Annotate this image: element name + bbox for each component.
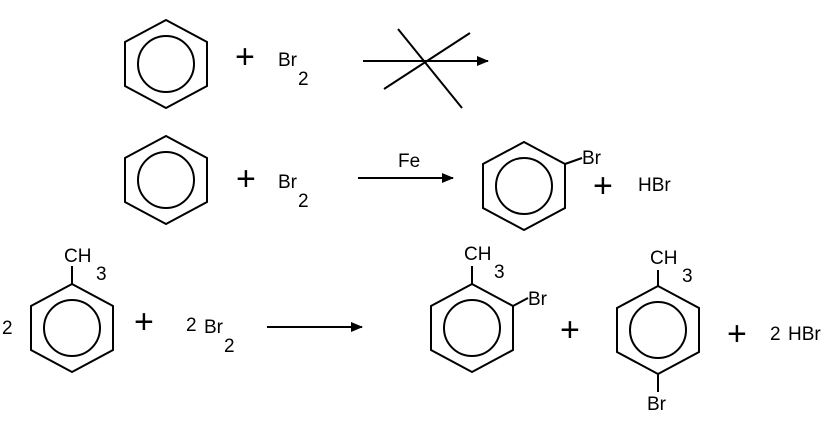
plus-sign: + [235,38,255,76]
plus-sign: + [134,303,154,341]
ortho-bromotoluene: CH 3 Br [430,244,548,374]
byproduct-hbr: HBr [638,175,671,196]
methyl-subscript: 3 [96,264,107,285]
benzene-ring [124,18,208,110]
bromobenzene: Br [482,140,602,232]
methyl-subscript: 3 [494,262,505,283]
methyl-ch: CH [464,244,491,265]
methyl-ch: CH [64,246,91,267]
cross-line-1 [397,28,463,109]
blocked-arrow [363,28,489,109]
bond-line-br [512,297,529,307]
reaction-2: + Br 2 Fe Br + HBr [124,134,671,232]
reaction-1: + Br 2 [124,18,489,110]
reagent-subscript: 2 [224,336,235,357]
plus-sign-2: + [560,311,580,349]
reagent-subscript: 2 [298,69,309,90]
plus-sign-3: + [727,315,747,353]
reagent-subscript: 2 [298,191,309,212]
plus-sign: + [236,160,256,198]
reagent-br: Br [278,50,298,71]
toluene: CH 3 [30,246,114,374]
substituent-br: Br [582,148,602,169]
reagent-br: Br [278,172,298,193]
methyl-ch: CH [650,248,677,269]
substituent-br: Br [528,289,548,310]
para-bromotoluene: CH 3 Br [616,248,700,415]
reagent-br: Br [204,317,224,338]
methyl-subscript: 3 [682,266,693,287]
byproduct-hbr: HBr [788,324,821,345]
reagent-coefficient: 2 [186,315,197,336]
benzene-ring [124,134,208,226]
plus-sign-2: + [593,167,613,205]
substituent-br: Br [647,394,667,415]
reaction-3: 2 CH 3 + 2 Br 2 CH 3 Br + CH 3 [2,244,821,415]
reactant-coefficient: 2 [2,318,13,339]
cross-line-2 [383,32,471,90]
bond-line [564,157,583,165]
byproduct-coefficient: 2 [770,324,781,345]
catalyst-label: Fe [398,151,420,172]
